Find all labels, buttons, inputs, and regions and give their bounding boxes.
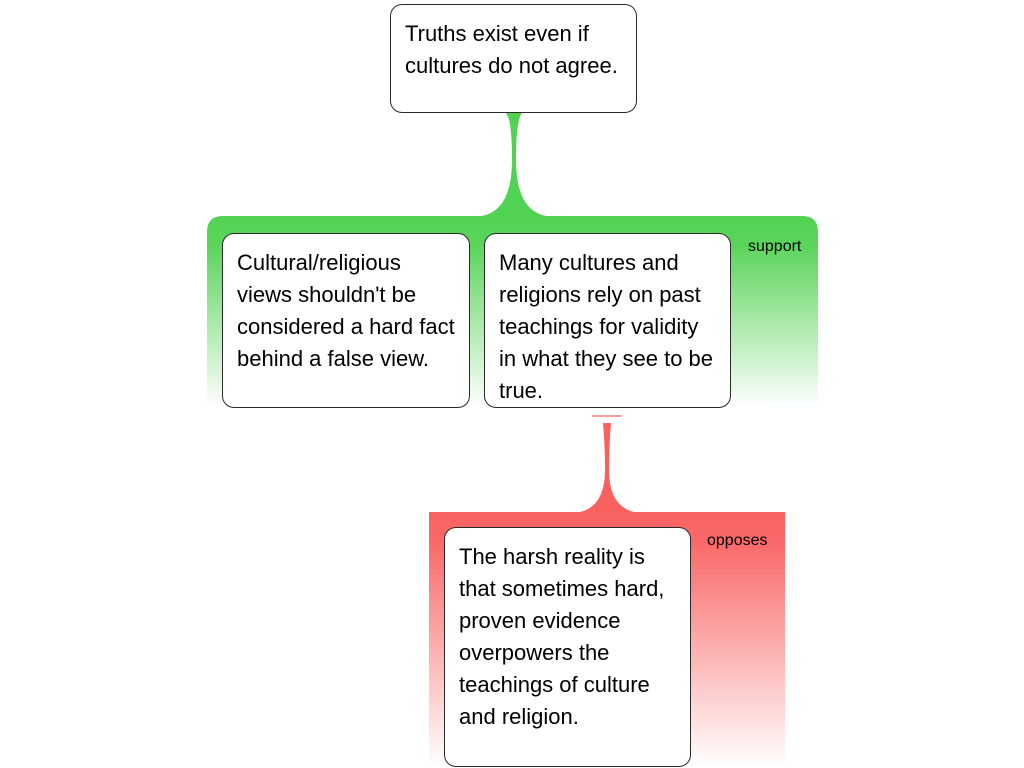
support-premise-text: Many cultures and religions rely on past… — [499, 250, 714, 403]
root-claim-box[interactable]: Truths exist even if cultures do not agr… — [390, 4, 637, 113]
support-premise-box[interactable]: Cultural/religious views shouldn't be co… — [222, 233, 470, 408]
root-claim-text: Truths exist even if cultures do not agr… — [405, 21, 618, 78]
opposes-premise-text: The harsh reality is that sometimes hard… — [459, 544, 665, 729]
support-label: support — [748, 238, 802, 255]
support-premise-box[interactable]: Many cultures and religions rely on past… — [484, 233, 731, 408]
support-premise-text: Cultural/religious views shouldn't be co… — [237, 250, 455, 371]
opposes-label: opposes — [707, 532, 768, 549]
opposes-premise-box[interactable]: The harsh reality is that sometimes hard… — [444, 527, 691, 767]
support-connector — [482, 113, 546, 216]
opposes-connector — [580, 423, 634, 512]
